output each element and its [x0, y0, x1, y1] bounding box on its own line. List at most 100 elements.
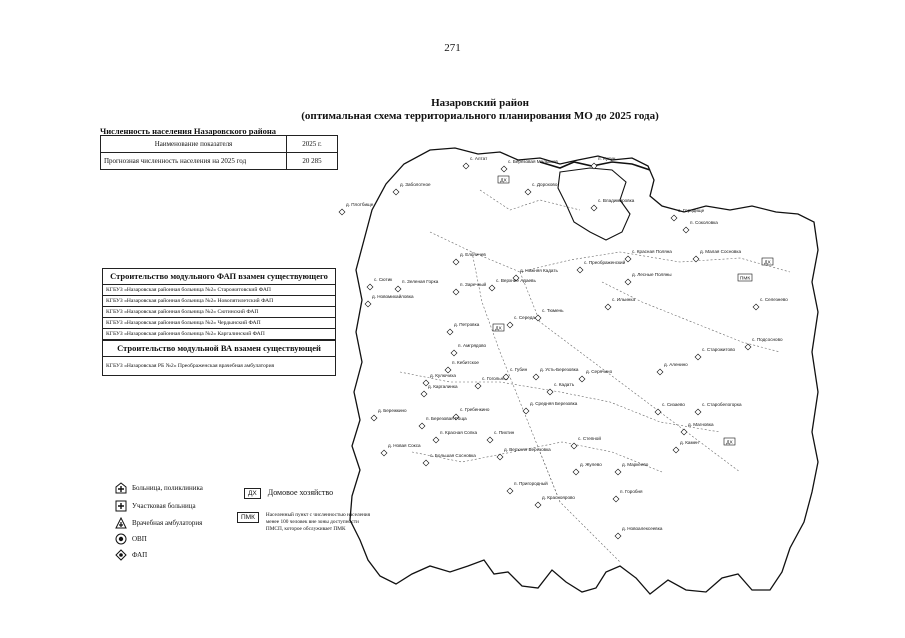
- settlement-novaya-soksa: д. Новая Сокса: [380, 443, 421, 457]
- fap-construction-table: Строительство модульного ФАП взамен суще…: [102, 268, 336, 340]
- settlement-label: п. Березовая Роща: [426, 416, 467, 421]
- fap-icon: [624, 255, 632, 263]
- settlement-label: д. Плотбище: [346, 202, 374, 207]
- fap-icon: [744, 343, 752, 351]
- settlement-dorokhovo: с. Дорохово: [524, 182, 558, 196]
- fap-icon: [522, 407, 530, 415]
- legend-district-hospital-label: Участковая больница: [132, 502, 196, 510]
- settlement-label: д. Ельничев: [460, 252, 486, 257]
- settlement-tumen: с. Тюмень: [534, 308, 564, 322]
- settlement-plotbische: д. Плотбище: [338, 202, 374, 216]
- settlement-label: д. Серячино: [586, 369, 613, 374]
- map-marker-4: ПМК: [737, 273, 753, 282]
- settlement-label: д. Маркеево: [622, 462, 649, 467]
- settlement-label: д. Заболотное: [400, 182, 431, 187]
- legend-hospital-label: Больница, поликлиника: [132, 484, 203, 492]
- table-row: КГБУЗ «Назаровская районная больница №2»…: [102, 328, 336, 340]
- settlement-gubin: с. Губин: [502, 367, 528, 381]
- legend-fap-label: ФАП: [132, 551, 148, 559]
- fap-icon: [496, 453, 504, 461]
- settlement-kamen: д. Камен: [672, 440, 699, 454]
- settlement-label: п. Кебитское: [452, 360, 479, 365]
- settlement-label: с. Гребенкино: [460, 407, 490, 412]
- fap-icon: [370, 414, 378, 422]
- fap-icon: [546, 388, 554, 396]
- settlement-label: д. Лесные Поляны: [632, 272, 672, 277]
- household-label: Домовое хозяйство: [267, 488, 334, 497]
- settlement-label: п. Пригородный: [514, 480, 548, 486]
- fap-icon: [614, 532, 622, 540]
- settlement-label: с. Большая Сосновка: [430, 453, 476, 458]
- settlement-label: с. Кадатъ: [554, 382, 574, 387]
- settlement-label: д. Жулево: [580, 462, 602, 467]
- marker-label: ДХ: [764, 260, 771, 266]
- road: [601, 281, 781, 353]
- settlement-label: с. Верхние Адаевь: [496, 278, 536, 283]
- map-marker-2: ДХ: [492, 323, 505, 332]
- map-marker-1: ДХ: [497, 175, 510, 184]
- settlement-petrovka: д. Петровка: [446, 322, 480, 336]
- settlement-sereda: с. Середа: [506, 315, 535, 329]
- legend-district-hospital: Участковая больница: [115, 500, 196, 512]
- settlement-novoalekseevka: д. Новоалексеевка: [614, 526, 663, 540]
- marker-box: [737, 273, 753, 282]
- fap-icon: [366, 283, 374, 291]
- page-number: 271: [444, 42, 461, 54]
- population-row-value: 20 285: [286, 152, 338, 170]
- settlement-zelenaya: п. Зеленая Горка: [394, 279, 439, 293]
- marker-box: [761, 257, 774, 266]
- settlement-starobelogorka: с. Старобелогорка: [694, 402, 742, 416]
- fap-icon: [506, 487, 514, 495]
- table-row: КГБУЗ «Назаровская РБ №2» Преображенская…: [102, 356, 336, 376]
- settlement-label: п. Соколовка: [690, 220, 718, 225]
- settlement-label: д. Новая Сокса: [388, 443, 421, 448]
- fap-icon: [672, 446, 680, 454]
- settlement-zabolotnoe: д. Заболотное: [392, 182, 431, 196]
- marker-label: ДХ: [495, 326, 502, 332]
- fap-icon: [418, 422, 426, 430]
- settlement-label: с. Пихтин: [494, 430, 515, 435]
- settlement-label: с. Красная Поляна: [632, 249, 672, 254]
- settlement-label: с. Середа: [514, 315, 535, 320]
- road: [539, 451, 621, 563]
- map-title: Назаровский район (оптимальная схема тер…: [200, 97, 760, 123]
- fap-icon: [534, 314, 542, 322]
- map-marker-5: ДХ: [723, 437, 736, 446]
- fap-icon: [444, 366, 452, 374]
- fap-icon: [614, 468, 622, 476]
- fap-icon: [462, 162, 470, 170]
- settlement-beremino: д. Бережкино: [370, 408, 407, 422]
- fap-icon: [488, 284, 496, 292]
- legend-ovp-label: ОВП: [132, 535, 147, 543]
- settlement-pikhtin: с. Пихтин: [486, 430, 515, 444]
- va-construction-table: Строительство модульной ВА взамен сущест…: [102, 340, 336, 376]
- settlement-label: с. Степной: [578, 435, 601, 441]
- fap-icon: [656, 368, 664, 376]
- settlement-label: п. Зеленая Горка: [402, 279, 439, 284]
- fap-icon: [420, 390, 428, 398]
- settlement-gorodishche: с. Городище: [670, 208, 705, 222]
- fap-icon: [450, 349, 458, 357]
- fap-icon: [524, 188, 532, 196]
- hospital-icon: [115, 482, 127, 494]
- settlement-label: д. Средняя Березовка: [530, 401, 578, 406]
- settlement-bolshaya-sosnovka: с. Большая Сосновка: [422, 453, 476, 467]
- marker-box: [497, 175, 510, 184]
- population-row: Прогнозная численность населения на 2025…: [100, 152, 338, 170]
- settlement-v-adayevo: с. Верхние Адаевь: [488, 278, 536, 292]
- fap-icon: [364, 300, 372, 308]
- settlement-label: д. Новоалексеевка: [622, 526, 663, 531]
- household-tag: ДХ: [244, 488, 261, 499]
- settlement-label: д. Нижняя Кадать: [520, 268, 558, 273]
- settlement-label: д. Каргалинка: [428, 384, 458, 389]
- fap-icon: [654, 408, 662, 416]
- fap-icon: [474, 382, 482, 390]
- legend-fap: ФАП: [115, 549, 147, 561]
- settlement-krasnaya-polyana: с. Красная Поляна: [624, 249, 672, 263]
- settlement-label: д. Камен: [680, 440, 699, 445]
- settlement-sizaevo: с. Сизаево: [654, 402, 685, 416]
- settlement-elichev: д. Ельничев: [452, 252, 486, 266]
- settlement-label: д. Красноярово: [542, 495, 575, 500]
- title-line-2: (оптимальная схема территориального план…: [301, 110, 659, 122]
- district-border: [349, 147, 819, 595]
